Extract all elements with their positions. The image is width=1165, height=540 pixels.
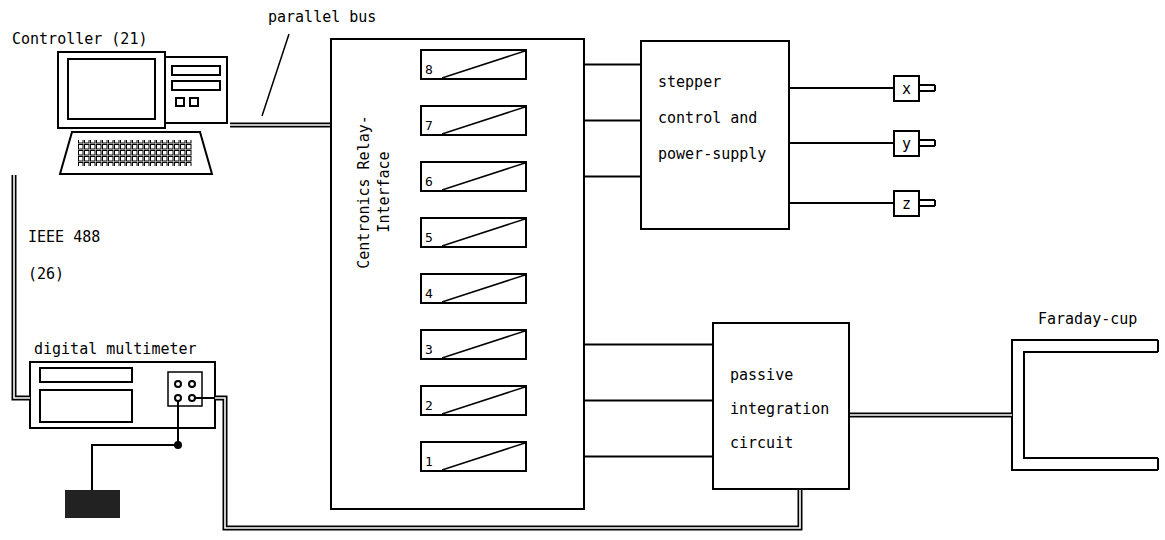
- relay-contact: [422, 163, 525, 190]
- relay-number: 5: [425, 231, 433, 245]
- node-label: digital multimeter: [34, 340, 215, 358]
- wire-stroke: [790, 87, 893, 89]
- relay-number: 2: [425, 399, 433, 413]
- relay-diagonal: [442, 275, 525, 302]
- wire-stroke: [790, 202, 893, 204]
- relay-diagonal: [442, 163, 525, 190]
- faraday-cup-drawing: [1012, 340, 1158, 470]
- bus-cable: [230, 125, 330, 126]
- leader-line: [262, 34, 289, 116]
- relay-contact: [422, 275, 525, 302]
- process-box: passive integration circuit: [712, 322, 850, 490]
- wire-gap: [850, 414, 1012, 416]
- relay-number: 8: [425, 63, 433, 77]
- motor-box: x: [893, 75, 920, 102]
- multimeter-node: digital multimeter: [30, 340, 215, 428]
- relay-box: 8: [420, 49, 527, 80]
- relay-number: 7: [425, 119, 433, 133]
- relay-contact: [422, 387, 525, 414]
- relay-interface-box: Centronics Relay-Interface 8 7 6 5 4 3 2 1: [330, 38, 585, 510]
- relay-number: 3: [425, 343, 433, 357]
- axis-letter: z: [902, 195, 911, 213]
- computer-drawing: [58, 52, 227, 174]
- wire-stroke: [850, 413, 1012, 418]
- axis-letter: x: [902, 80, 911, 98]
- relay-contact: [422, 331, 525, 358]
- node-label: passive integration circuit: [730, 358, 848, 460]
- computer-node: Controller (21): [8, 30, 230, 175]
- process-box: stepper control and power-supply: [640, 40, 790, 230]
- relay-contact: [422, 219, 525, 246]
- relay-diagonal: [442, 331, 525, 358]
- motor-box: z: [893, 190, 920, 217]
- relay-box: 5: [420, 217, 527, 248]
- relay-diagonal: [442, 107, 525, 134]
- axis-letter: y: [902, 135, 911, 153]
- relay-box: 1: [420, 441, 527, 472]
- relay-box: 4: [420, 273, 527, 304]
- wire-stroke: [790, 142, 893, 144]
- wire-gap: [14, 175, 30, 398]
- signal-wire: [790, 203, 893, 204]
- relay-diagonal: [442, 219, 525, 246]
- relay-diagonal: [442, 51, 525, 78]
- motor-shafts: [920, 85, 935, 206]
- relay-diagonal: [442, 443, 525, 470]
- ground-symbol: [65, 490, 120, 518]
- interface-label: (26): [26, 265, 66, 283]
- node-label: Faraday-cup: [1038, 310, 1162, 328]
- wire-stroke: [230, 123, 330, 128]
- wire-stroke: [14, 175, 30, 398]
- relay-number: 6: [425, 175, 433, 189]
- relay-contact: [422, 107, 525, 134]
- multimeter-drawing: [30, 362, 215, 490]
- signal-wire: [790, 143, 893, 144]
- relay-contact: [422, 443, 525, 470]
- faraday-cup-node: Faraday-cup: [1012, 310, 1162, 472]
- wire-gap: [230, 124, 330, 126]
- relay-number: 1: [425, 455, 433, 469]
- signal-wire: [790, 88, 893, 89]
- node-label: Controller (21): [12, 30, 230, 48]
- relay-box: 2: [420, 385, 527, 416]
- bus-cable: [850, 415, 1012, 416]
- node-label: stepper control and power-supply: [658, 64, 770, 172]
- node-label: Centronics Relay-Interface: [354, 107, 394, 277]
- relay-box: 7: [420, 105, 527, 136]
- relay-diagonal: [442, 387, 525, 414]
- relay-box: 6: [420, 161, 527, 192]
- interface-label: IEEE 488: [26, 228, 102, 246]
- bus-label: parallel bus: [266, 8, 378, 26]
- relay-box: 3: [420, 329, 527, 360]
- relay-number: 4: [425, 287, 433, 301]
- bus-cable: [14, 175, 30, 398]
- relay-contact: [422, 51, 525, 78]
- motor-box: y: [893, 130, 920, 157]
